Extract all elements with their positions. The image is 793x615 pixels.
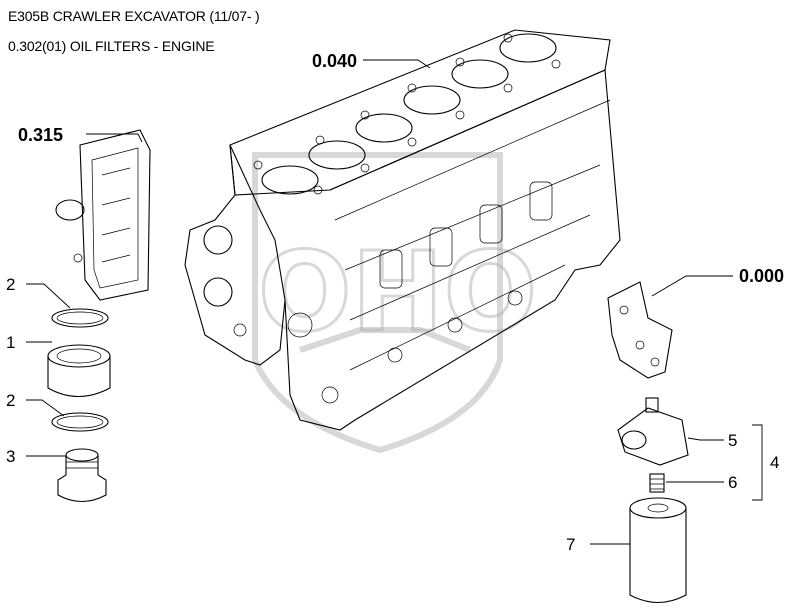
callout-item-4: 4	[770, 453, 779, 472]
callout-item-6: 6	[728, 473, 737, 492]
seal-ring-lower	[51, 412, 109, 432]
oil-filter-cartridge	[629, 497, 687, 604]
diagram-title: E305B CRAWLER EXCAVATOR (11/07- )	[8, 8, 260, 24]
callout-item-1: 1	[6, 333, 15, 352]
diagram-subtitle: 0.302(01) OIL FILTERS - ENGINE	[8, 38, 215, 54]
callout-item-7: 7	[566, 535, 575, 554]
threaded-nipple	[57, 448, 107, 503]
oil-filter-adapter	[47, 344, 111, 397]
watermark: OHO	[252, 152, 539, 454]
filter-head	[617, 397, 689, 466]
callout-item-2-upper: 2	[6, 275, 15, 294]
leader-lines	[26, 59, 763, 545]
filter-bracket	[607, 281, 673, 379]
callout-0-040: 0.040	[312, 51, 357, 71]
callout-item-5: 5	[728, 431, 737, 450]
callout-0-000: 0.000	[739, 266, 784, 286]
callout-item-3: 3	[6, 447, 15, 466]
seal-ring-upper	[51, 308, 109, 328]
filter-nipple	[649, 473, 665, 493]
callout-0-315: 0.315	[18, 125, 63, 145]
engine-block	[184, 29, 621, 431]
callout-item-2-lower: 2	[6, 391, 15, 410]
oil-cooler-cover	[55, 129, 151, 301]
